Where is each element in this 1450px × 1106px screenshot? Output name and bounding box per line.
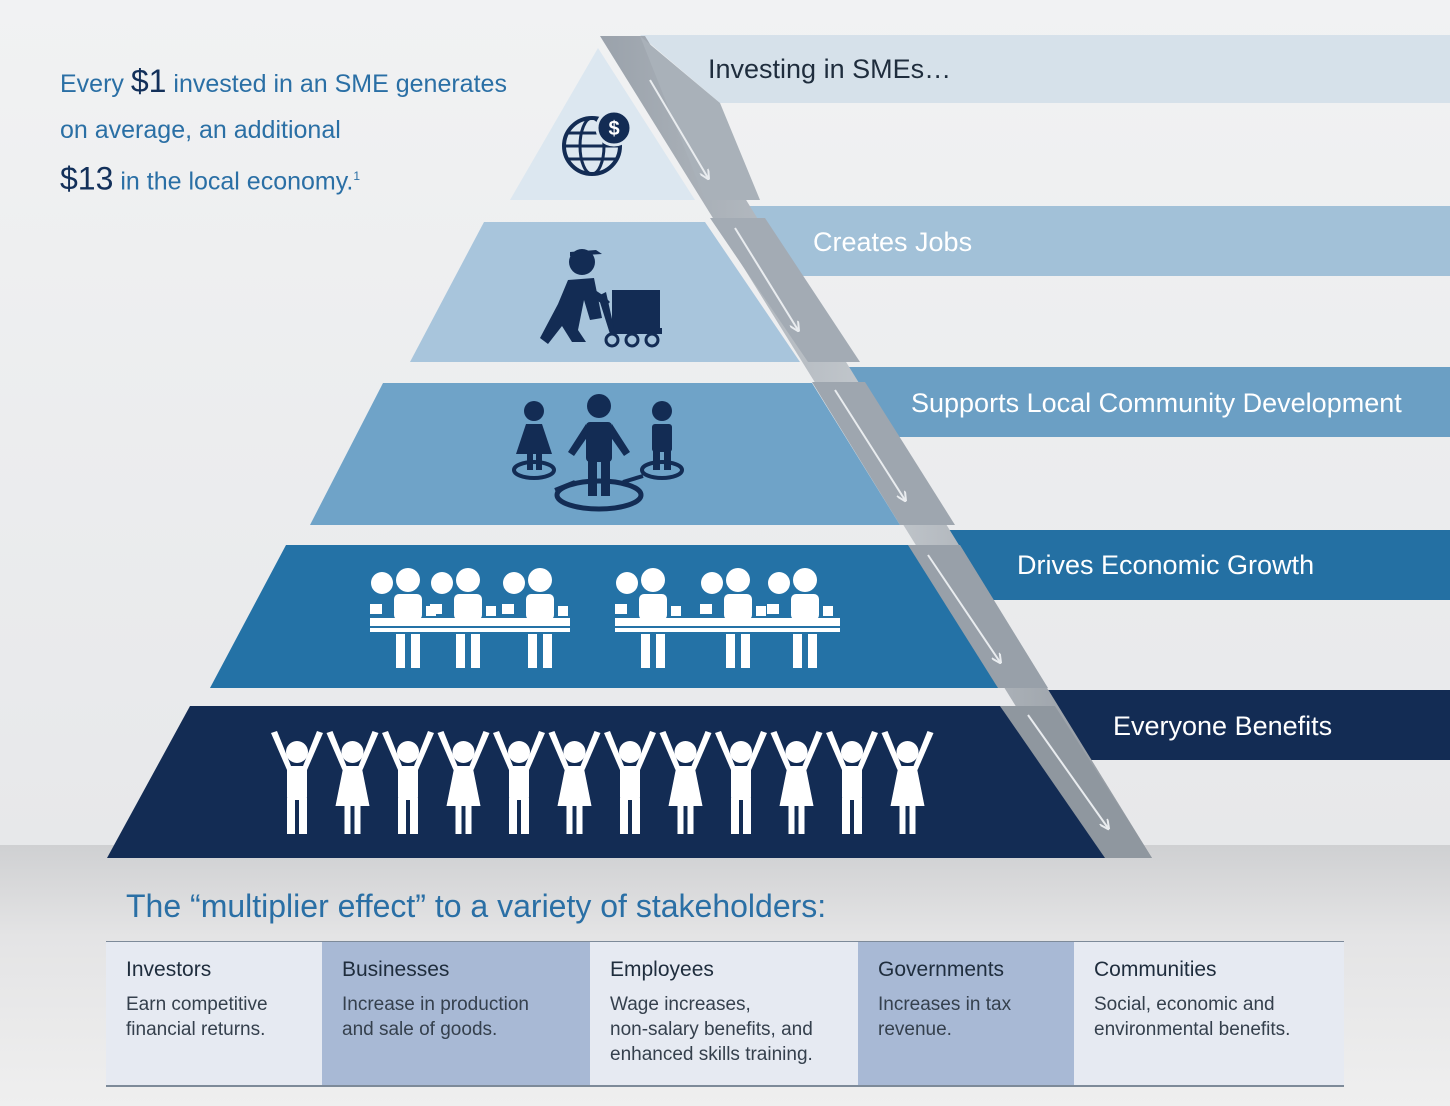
person-dress-figure bbox=[326, 731, 379, 834]
tier-label-growth: Drives Economic Growth bbox=[1017, 550, 1314, 580]
banner-everyone bbox=[1030, 690, 1450, 760]
factory-workers-icon bbox=[370, 568, 840, 668]
stakeholder-desc: Increases in tax revenue. bbox=[878, 994, 1012, 1040]
intro-amount-1: $1 bbox=[130, 63, 167, 99]
banner-growth bbox=[930, 530, 1450, 600]
stakeholder-name: Employees bbox=[610, 958, 714, 981]
stakeholder-name: Communities bbox=[1094, 958, 1217, 981]
multiplier-title: The “multiplier effect” to a variety of … bbox=[126, 888, 827, 924]
banner-community bbox=[840, 367, 1450, 437]
stakeholder-cell-employees: Employees Wage increases, non-salary ben… bbox=[590, 942, 858, 1085]
person-figure bbox=[271, 731, 323, 834]
person-dress-figure bbox=[881, 731, 934, 834]
banner-jobs bbox=[740, 206, 1450, 276]
worker-cart-icon bbox=[540, 249, 662, 348]
person-dress-figure bbox=[437, 731, 490, 834]
person-figure bbox=[715, 731, 767, 834]
stakeholder-desc: Earn competitive financial returns. bbox=[126, 994, 268, 1040]
stakeholder-desc: Wage increases, non-salary benefits, and… bbox=[610, 994, 813, 1065]
stakeholder-name: Investors bbox=[126, 958, 212, 981]
stakeholder-desc: Social, economic and environmental benef… bbox=[1094, 994, 1291, 1040]
tier-label-everyone: Everyone Benefits bbox=[1113, 711, 1332, 741]
stakeholder-cell-communities: Communities Social, economic and environ… bbox=[1074, 942, 1344, 1085]
factory-worker bbox=[430, 568, 496, 668]
tier-label-jobs: Creates Jobs bbox=[813, 227, 972, 257]
stakeholder-cell-investors: Investors Earn competitive financial ret… bbox=[106, 942, 322, 1085]
intro-prefix: Every bbox=[60, 70, 124, 98]
people-holding-hands-icon bbox=[271, 731, 934, 834]
factory-worker bbox=[502, 568, 568, 668]
person-dress-figure bbox=[770, 731, 823, 834]
tier-2-face bbox=[410, 222, 800, 362]
person-figure bbox=[826, 731, 878, 834]
intro-statement: Every $1 invested in an SME generates on… bbox=[60, 58, 530, 204]
stakeholder-table: Investors Earn competitive financial ret… bbox=[106, 941, 1344, 1087]
person-figure bbox=[382, 731, 434, 834]
factory-worker bbox=[615, 568, 681, 668]
banner-investing bbox=[640, 35, 1450, 103]
tier-label-community: Supports Local Community Development bbox=[911, 388, 1402, 418]
intro-amount-2: $13 bbox=[60, 160, 114, 197]
globe-dollar-icon: $ bbox=[562, 109, 633, 176]
intro-middle: invested in an SME generates on average,… bbox=[60, 70, 507, 144]
intro-suffix: in the local economy. bbox=[120, 167, 354, 196]
intro-footnote: 1 bbox=[353, 169, 361, 183]
stakeholder-cell-governments: Governments Increases in tax revenue. bbox=[858, 942, 1074, 1085]
svg-text:$: $ bbox=[608, 118, 619, 140]
workbench-group bbox=[615, 568, 840, 668]
workbench-group bbox=[370, 568, 570, 668]
person-figure bbox=[493, 731, 545, 834]
tier-5-face bbox=[107, 706, 1105, 858]
stakeholder-desc: Increase in production and sale of goods… bbox=[342, 994, 529, 1040]
factory-worker bbox=[767, 568, 833, 668]
tier-label-investing: Investing in SMEs… bbox=[708, 54, 951, 84]
person-dress-figure bbox=[548, 731, 601, 834]
tier-4-face bbox=[210, 545, 998, 688]
person-figure bbox=[604, 731, 656, 834]
stakeholder-name: Governments bbox=[878, 958, 1005, 981]
stakeholder-cell-businesses: Businesses Increase in production and sa… bbox=[322, 942, 590, 1085]
factory-worker bbox=[700, 568, 766, 668]
stakeholder-name: Businesses bbox=[342, 958, 450, 981]
person-dress-figure bbox=[659, 731, 712, 834]
community-people-icon bbox=[512, 394, 684, 512]
flow-arrows bbox=[649, 79, 1108, 828]
